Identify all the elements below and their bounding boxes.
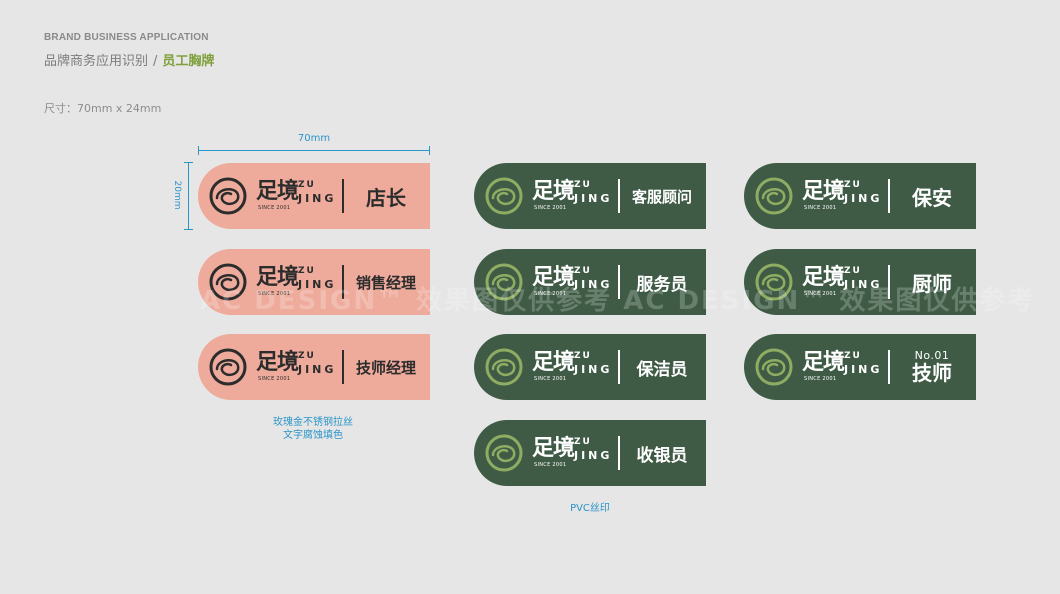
name-badge: 足境 ZU JING SINCE 2001 No.01 技师 <box>744 334 976 400</box>
brand-en-bottom: JING <box>298 278 337 291</box>
divider <box>618 179 620 213</box>
brand-en-top: ZU <box>298 266 316 276</box>
divider <box>618 436 620 470</box>
role-title: 收银员 <box>636 445 688 466</box>
name-badge: 足境 ZU JING SINCE 2001 客服顾问 <box>474 163 706 229</box>
breadcrumb-parent: 品牌商务应用识别 <box>44 54 149 69</box>
name-badge: 足境 ZU JING SINCE 2001 保安 <box>744 163 976 229</box>
rose-ring-logo-icon <box>209 177 247 215</box>
employee-number: No.01 <box>914 348 950 362</box>
divider <box>342 265 344 299</box>
brand-since: SINCE 2001 <box>804 205 837 211</box>
material-note-pvc: PVC丝印 <box>540 502 640 515</box>
divider <box>618 265 620 299</box>
brand-en-bottom: JING <box>844 192 883 205</box>
brand-en-top: ZU <box>844 266 862 276</box>
rose-ring-logo-icon <box>485 177 523 215</box>
brand-since: SINCE 2001 <box>534 462 567 468</box>
brand-cn: 足境 <box>532 436 575 461</box>
width-dimension-label: 70mm <box>297 133 331 144</box>
rose-ring-logo-icon <box>209 263 247 301</box>
role-title: 厨师 <box>912 271 952 296</box>
brand-cn: 足境 <box>256 265 299 290</box>
role-title: 服务员 <box>636 274 688 295</box>
brand-cn: 足境 <box>802 350 845 375</box>
brand-en-top: ZU <box>844 351 862 361</box>
role-title: 客服顾问 <box>631 187 692 206</box>
brand-en-bottom: JING <box>844 363 883 376</box>
name-badge: 足境 ZU JING SINCE 2001 服务员 <box>474 249 706 315</box>
role-title: 保安 <box>912 185 952 210</box>
brand-since: SINCE 2001 <box>804 291 837 297</box>
rose-ring-logo-icon <box>755 348 793 386</box>
brand-en-bottom: JING <box>574 449 613 462</box>
brand-en-top: ZU <box>574 437 592 447</box>
brand-en-bottom: JING <box>298 192 337 205</box>
brand-cn: 足境 <box>802 265 845 290</box>
brand-since: SINCE 2001 <box>258 376 291 382</box>
role-title: No.01 技师 <box>892 334 972 400</box>
note-line: PVC丝印 <box>570 503 610 514</box>
brand-since: SINCE 2001 <box>534 291 567 297</box>
rose-ring-logo-icon <box>755 263 793 301</box>
brand-since: SINCE 2001 <box>258 291 291 297</box>
divider <box>888 265 890 299</box>
brand-en-top: ZU <box>298 351 316 361</box>
name-badge: 足境 ZU JING SINCE 2001 收银员 <box>474 420 706 486</box>
note-line: 文字腐蚀填色 <box>283 430 343 441</box>
breadcrumb: 品牌商务应用识别 / 员工胸牌 <box>44 50 214 69</box>
name-badge: 足境 ZU JING SINCE 2001 厨师 <box>744 249 976 315</box>
brand-cn: 足境 <box>256 179 299 204</box>
brand-since: SINCE 2001 <box>534 376 567 382</box>
rose-ring-logo-icon <box>485 348 523 386</box>
name-badge: 足境 ZU JING SINCE 2001 保洁员 <box>474 334 706 400</box>
divider <box>342 350 344 384</box>
brand-since: SINCE 2001 <box>804 376 837 382</box>
brand-en-top: ZU <box>574 266 592 276</box>
brand-cn: 足境 <box>532 265 575 290</box>
name-badge: 足境 ZU JING SINCE 2001 技师经理 <box>198 334 430 400</box>
divider <box>888 179 890 213</box>
brand-since: SINCE 2001 <box>258 205 291 211</box>
brand-cn: 足境 <box>532 350 575 375</box>
role-title: 保洁员 <box>636 359 688 380</box>
rose-ring-logo-icon <box>485 434 523 472</box>
brand-cn: 足境 <box>532 179 575 204</box>
rose-ring-logo-icon <box>755 177 793 215</box>
divider <box>888 350 890 384</box>
note-line: 玫瑰金不锈钢拉丝 <box>273 417 353 428</box>
role-title: 销售经理 <box>355 273 416 292</box>
brand-en-top: ZU <box>844 180 862 190</box>
brand-en-bottom: JING <box>844 278 883 291</box>
height-dimension-label: 20mm <box>172 180 182 210</box>
brand-en-top: ZU <box>574 351 592 361</box>
name-badge: 足境 ZU JING SINCE 2001 销售经理 <box>198 249 430 315</box>
brand-en-bottom: JING <box>574 278 613 291</box>
section-title-en: BRAND BUSINESS APPLICATION <box>44 32 209 43</box>
brand-en-top: ZU <box>574 180 592 190</box>
width-dimension-line <box>198 146 430 155</box>
role-title: 技师经理 <box>355 358 416 377</box>
rose-ring-logo-icon <box>209 348 247 386</box>
brand-since: SINCE 2001 <box>534 205 567 211</box>
brand-en-top: ZU <box>298 180 316 190</box>
brand-cn: 足境 <box>802 179 845 204</box>
brand-cn: 足境 <box>256 350 299 375</box>
divider <box>618 350 620 384</box>
brand-en-bottom: JING <box>574 363 613 376</box>
material-note-rose: 玫瑰金不锈钢拉丝 文字腐蚀填色 <box>248 416 378 442</box>
brand-en-bottom: JING <box>298 363 337 376</box>
breadcrumb-current: 员工胸牌 <box>162 54 215 69</box>
divider <box>342 179 344 213</box>
role-title: 店长 <box>366 185 406 210</box>
size-spec: 尺寸：70mm x 24mm <box>44 102 162 115</box>
rose-ring-logo-icon <box>485 263 523 301</box>
name-badge: 足境 ZU JING SINCE 2001 店长 <box>198 163 430 229</box>
height-dimension-line <box>184 162 193 230</box>
brand-en-bottom: JING <box>574 192 613 205</box>
role-name: 技师 <box>912 361 952 386</box>
breadcrumb-separator: / <box>153 54 158 69</box>
